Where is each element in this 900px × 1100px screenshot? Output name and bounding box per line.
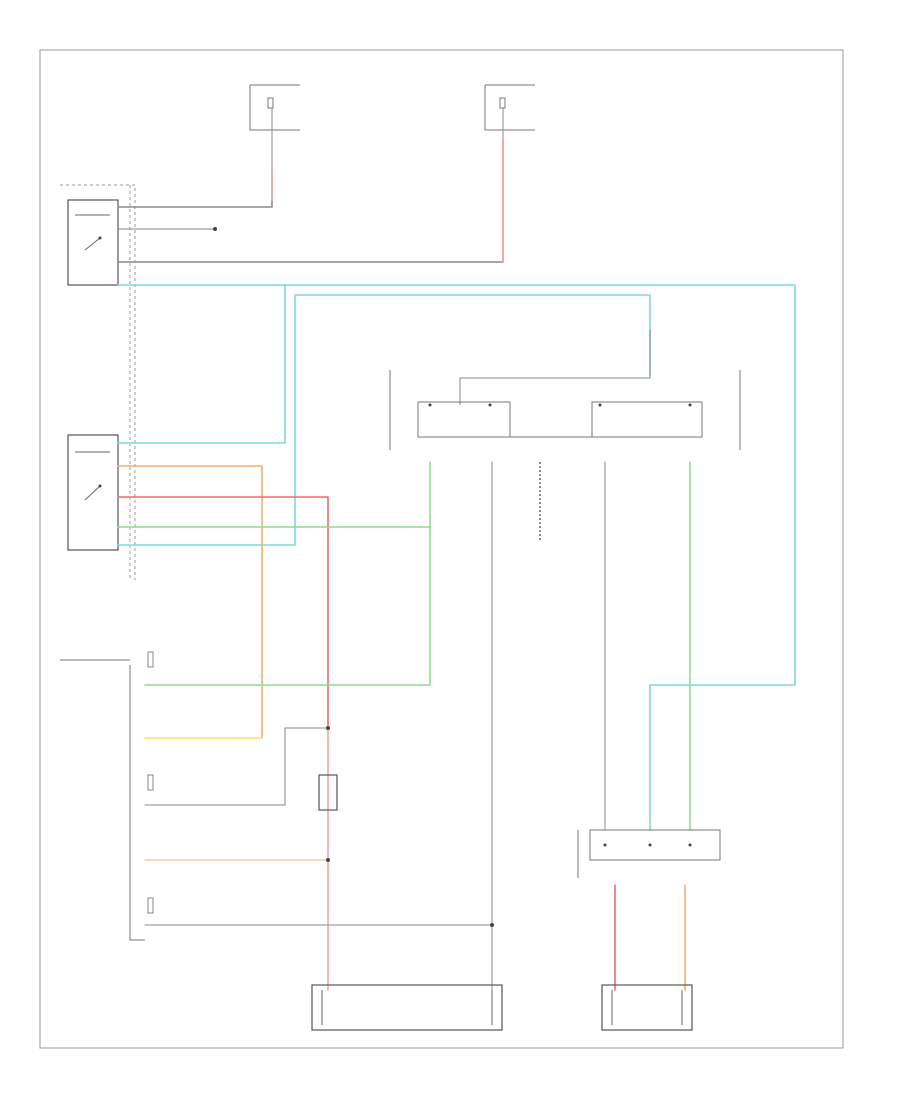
- wire-gray-top-1: [117, 169, 273, 208]
- diagram-frame: [39, 49, 844, 1049]
- wire-gray-top-3: [117, 139, 504, 263]
- wire-gray-switch-feed: [459, 329, 651, 406]
- relay-bottom: [67, 434, 119, 551]
- mirror-switch-assembly: [389, 370, 741, 450]
- wire-cyan-relay-feed: [117, 284, 286, 444]
- wire-green-relay: [117, 461, 431, 528]
- top-left-power-box: [249, 84, 300, 171]
- resistor: [318, 774, 338, 811]
- passenger-seat-switch: [577, 829, 721, 878]
- wire-green-sensor: [144, 526, 431, 686]
- wire-gray-sensor-resistor: [144, 727, 329, 806]
- passenger-seat-motor: [601, 984, 693, 1031]
- wire-cyan-relay-return: [117, 294, 651, 546]
- wire-red-main: [117, 496, 329, 731]
- wire-cyan-main: [117, 284, 796, 831]
- wire-orange-relay: [117, 465, 263, 739]
- relay-top: [67, 199, 119, 286]
- driver-seat-motor: [311, 984, 503, 1031]
- module-dashed-outline: [60, 184, 136, 580]
- seat-position-sensor: [60, 651, 154, 941]
- top-right-power-box: [484, 84, 535, 141]
